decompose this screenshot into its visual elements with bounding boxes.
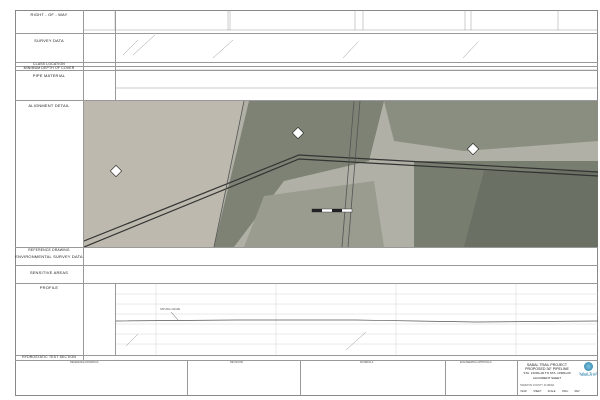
divider	[15, 66, 598, 67]
year-label: YEAR:	[520, 390, 528, 393]
divider	[517, 360, 518, 396]
scale-label: SCALE:	[547, 390, 557, 393]
rev-label: REV:	[574, 390, 581, 393]
aerial-map	[84, 100, 598, 247]
profile-header: PROFILE	[39, 285, 59, 290]
alignment-header: ALIGNMENT DETAIL	[28, 103, 70, 108]
divider	[15, 360, 598, 361]
footer-labels: YEAR: SHEET: SCALE: DWG: REV:	[520, 390, 580, 393]
divider	[15, 247, 598, 248]
materials-label: MATERIALS	[360, 361, 374, 364]
divider	[15, 70, 598, 71]
profile-grid	[116, 284, 598, 355]
sabal-trail-logo: Sabal Trail TRANSMISSION, LLC	[578, 362, 598, 377]
logo-emblem-icon	[583, 362, 593, 371]
divider	[15, 355, 598, 356]
divider	[115, 283, 116, 355]
approvals-label: ENGINEERING APPROVALS	[460, 361, 492, 364]
divider	[187, 360, 188, 396]
reference-header: REFERENCE DRAWING	[28, 248, 70, 252]
row-header: RIGHT - OF - WAY	[30, 12, 68, 17]
divider	[15, 283, 598, 284]
row-stations	[83, 10, 598, 89]
dwg-label: DWG:	[562, 390, 569, 393]
pipe-header: PIPE MATERIAL	[32, 73, 66, 78]
logo-text: Sabal Trail	[579, 371, 597, 376]
class-header: CLASS LOCATION	[33, 62, 65, 66]
divider	[300, 360, 301, 396]
project-title: SABAL TRAIL PROJECT PROPOSED 36" PIPELIN…	[517, 363, 577, 380]
marker-icon	[109, 126, 480, 177]
county-label: HAMILTON COUNTY, FLORIDA	[520, 384, 555, 387]
revisions-label: REVISIONS	[230, 361, 244, 364]
divider	[445, 360, 446, 396]
divider	[15, 33, 598, 34]
sensitive-header: SENSITIVE AREAS	[29, 270, 69, 275]
divider	[15, 62, 598, 63]
natural-grade-label: NATURAL GRADE	[160, 308, 181, 311]
sheet-label: SHEET:	[533, 390, 542, 393]
environmental-header: ENVIRONMENTAL SURVEY DATA	[15, 254, 83, 259]
ref-drawings-label: REFERENCE DRAWINGS	[70, 361, 99, 364]
divider	[15, 100, 598, 101]
divider	[15, 265, 598, 266]
survey-header: SURVEY DATA	[34, 38, 64, 43]
divider	[83, 10, 84, 360]
hydro-header: HYDROSTATIC TEST SECTION	[21, 355, 77, 359]
title-line: ALIGNMENT SHEET	[532, 375, 562, 380]
depth-header: MINIMUM DEPTH OF COVER	[23, 66, 75, 70]
title-line: SABAL TRAIL PROJECT	[526, 363, 568, 367]
title-line: STA. 13336+00 TO STA. 13389+00	[523, 371, 571, 376]
logo-subtext: TRANSMISSION, LLC	[580, 376, 596, 377]
divider	[115, 10, 116, 100]
title-line: PROPOSED 36" PIPELINE	[525, 367, 569, 372]
